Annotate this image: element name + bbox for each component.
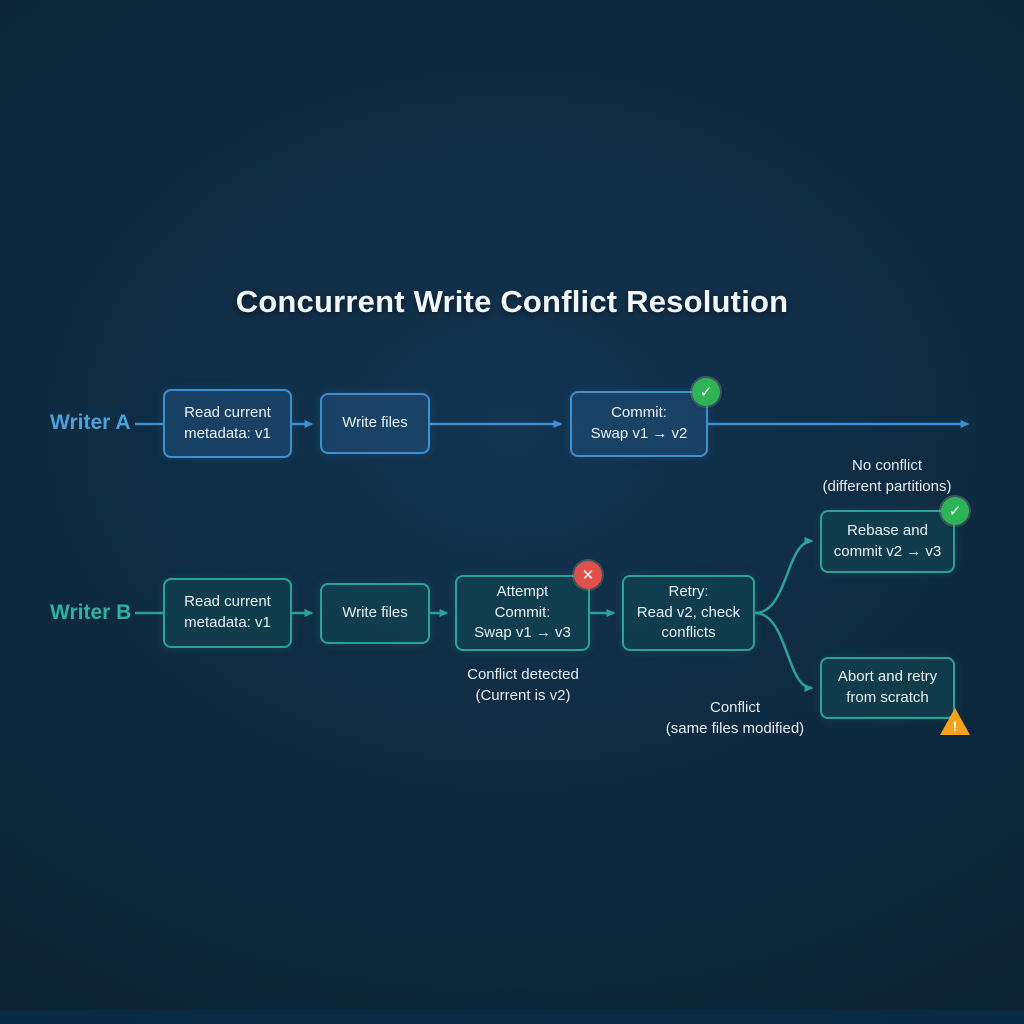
writer-a-commit-node: Commit: Swap v1 → v2 — [570, 391, 708, 457]
node-text-line: Commit: — [494, 603, 551, 621]
writer-b-retry-node: Retry: Read v2, check conflicts — [622, 575, 755, 651]
conflict-detected-annotation: Conflict detected (Current is v2) — [412, 664, 634, 706]
writer-b-label: Writer B — [50, 601, 132, 624]
writer-b-rebase-node: Rebase and commit v2 → v3 — [820, 510, 955, 573]
writer-a-write-node: Write files — [320, 393, 430, 454]
writer-b-attempt-commit-node: Attempt Commit: Swap v1 → v3 — [455, 575, 590, 651]
no-conflict-annotation: No conflict (different partitions) — [776, 455, 998, 497]
bottom-edge-strip — [0, 1010, 1024, 1024]
annotation-line: Conflict detected — [467, 666, 579, 683]
node-text-line: Read current — [184, 403, 271, 421]
node-text-line: Read v2, check — [636, 603, 741, 621]
x-glyph: ✕ — [581, 567, 595, 584]
node-text-line: commit v2 → v3 — [833, 542, 942, 560]
success-check-icon: ✓ — [692, 378, 720, 406]
node-text-line: Swap v1 → v3 — [474, 624, 571, 642]
node-text-line: Abort and retry — [837, 668, 938, 686]
node-text-line: Attempt — [496, 582, 549, 600]
node-text-line: metadata: v1 — [184, 614, 271, 631]
node-text-line: Read current — [184, 593, 271, 611]
check-glyph: ✓ — [699, 384, 713, 401]
error-x-icon: ✕ — [574, 561, 602, 589]
conflict-same-files-annotation: Conflict (same files modified) — [624, 697, 846, 739]
node-text-line: Rebase and — [847, 521, 928, 539]
exclamation-glyph: ! — [952, 718, 958, 734]
writer-a-read-node: Read current metadata: v1 — [163, 389, 292, 458]
writer-a-label: Writer A — [50, 411, 131, 434]
annotation-line: (same files modified) — [665, 720, 805, 737]
annotation-line: (Current is v2) — [475, 687, 571, 704]
writer-b-write-node: Write files — [320, 583, 430, 644]
node-text-line: from scratch — [846, 689, 929, 706]
diagram-title: Concurrent Write Conflict Resolution — [235, 284, 789, 319]
annotation-line: No conflict — [851, 457, 923, 474]
annotation-line: Conflict — [709, 699, 761, 716]
writer-b-read-node: Read current metadata: v1 — [163, 578, 292, 648]
check-glyph: ✓ — [948, 503, 962, 520]
success-check-icon: ✓ — [941, 497, 969, 525]
node-text-line: Write files — [342, 414, 408, 432]
node-text-line: conflicts — [661, 624, 716, 642]
writer-b-abort-node: Abort and retry from scratch — [820, 657, 955, 719]
node-text-line: Swap v1 → v2 — [590, 425, 688, 442]
annotation-line: (different partitions) — [822, 478, 952, 495]
node-text-line: Write files — [342, 604, 408, 622]
node-text-line: metadata: v1 — [184, 424, 271, 442]
node-text-line: Commit: — [611, 404, 667, 422]
node-text-line: Retry: — [668, 582, 709, 600]
